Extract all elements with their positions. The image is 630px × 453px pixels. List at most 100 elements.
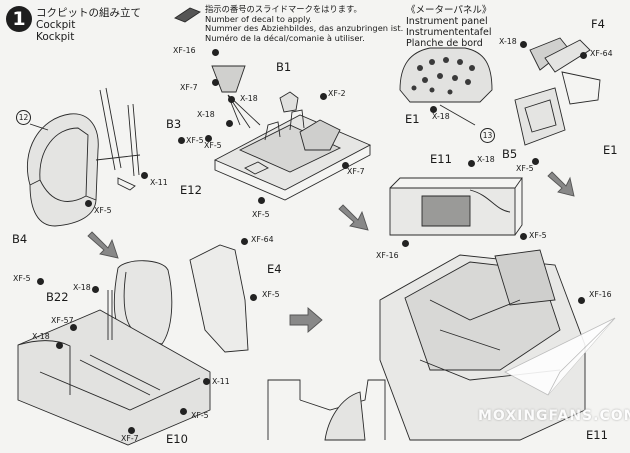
flow-arrows bbox=[87, 171, 575, 333]
paint-dot-icon bbox=[70, 324, 77, 331]
paint-dot-icon bbox=[85, 200, 92, 207]
paint-callout: XF-5 bbox=[94, 206, 112, 215]
title-de: Kockpit bbox=[36, 31, 75, 43]
paint-callout: X-18 bbox=[499, 37, 517, 46]
instrument-panel-heading: 《メーターパネル》 Instrument panel Instrumentent… bbox=[406, 5, 492, 49]
step-title: コクピットの組み立て Cockpit Kockpit bbox=[36, 7, 141, 43]
paint-callout: XF-7 bbox=[180, 83, 198, 92]
seat-b4 bbox=[26, 113, 99, 227]
paint-dot-icon bbox=[258, 197, 265, 204]
paint-dot-icon bbox=[141, 172, 148, 179]
rods-b3 bbox=[95, 87, 141, 191]
decal-note-de: Nummer des Abziehbildes, das anzubringen… bbox=[205, 23, 404, 34]
paint-callout: XF-16 bbox=[376, 251, 399, 260]
part-label: E1 bbox=[405, 112, 420, 126]
paint-callout: XF-5 bbox=[252, 210, 270, 219]
instrument-panel-e1 bbox=[399, 47, 493, 126]
paint-callout: X-18 bbox=[432, 112, 450, 121]
paint-callout: XF-7 bbox=[121, 434, 139, 443]
paint-dot-icon bbox=[402, 240, 409, 247]
paint-callout: XF-5 bbox=[262, 290, 280, 299]
paint-dot-icon bbox=[342, 162, 349, 169]
panel-heading-jp: 《メーターパネル》 bbox=[406, 5, 492, 16]
paint-dot-icon bbox=[250, 294, 257, 301]
paint-dot-icon bbox=[56, 342, 63, 349]
part-label: E12 bbox=[180, 183, 202, 197]
paint-dot-icon bbox=[180, 408, 187, 415]
watermark-text: MOXINGFANS.COM bbox=[478, 408, 630, 424]
part-label: B5 bbox=[502, 147, 518, 161]
paint-dot-icon bbox=[532, 158, 539, 165]
part-label: E10 bbox=[166, 432, 188, 446]
paint-callout: XF-5 bbox=[204, 141, 222, 150]
seat-side-view bbox=[267, 379, 386, 441]
part-b1 bbox=[211, 65, 299, 113]
paint-dot-icon bbox=[578, 297, 585, 304]
paint-dot-icon bbox=[37, 278, 44, 285]
paint-callout: X-11 bbox=[150, 178, 168, 187]
step-number: 1 bbox=[6, 6, 32, 32]
paint-dot-icon bbox=[430, 106, 437, 113]
decal-arrow-icon bbox=[174, 7, 201, 23]
floor-e10 bbox=[17, 290, 211, 446]
paint-callout: X-18 bbox=[32, 332, 50, 341]
watermark-plane-icon bbox=[504, 317, 616, 396]
part-label: B1 bbox=[276, 60, 292, 74]
reference-marker: 12 bbox=[16, 110, 31, 125]
paint-callout: X-11 bbox=[212, 377, 230, 386]
paint-callout: XF-5 bbox=[13, 274, 31, 283]
paint-callout: X-18 bbox=[73, 283, 91, 292]
paint-dot-icon bbox=[203, 378, 210, 385]
paint-dot-icon bbox=[92, 286, 99, 293]
paint-callout: X-18 bbox=[477, 155, 495, 164]
paint-callout: X-18 bbox=[197, 110, 215, 119]
part-label: B4 bbox=[12, 232, 28, 246]
paint-callout: XF-5 bbox=[516, 164, 534, 173]
panel-heading-en: Instrument panel bbox=[406, 16, 488, 27]
paint-dot-icon bbox=[226, 120, 233, 127]
part-label: E1 bbox=[603, 143, 618, 157]
part-label: E11 bbox=[430, 152, 452, 166]
paint-callout: XF-16 bbox=[589, 290, 612, 299]
paint-callout: XF-7 bbox=[347, 167, 365, 176]
seat-assembly bbox=[113, 244, 249, 353]
part-f4 bbox=[529, 37, 601, 105]
paint-dot-icon bbox=[520, 233, 527, 240]
paint-dot-icon bbox=[580, 52, 587, 59]
tray-e12 bbox=[213, 109, 372, 201]
decal-note-en: Number of decal to apply. bbox=[205, 13, 312, 24]
panel-e11 bbox=[389, 177, 523, 236]
paint-callout: XF-5 bbox=[186, 136, 204, 145]
paint-callout: X-18 bbox=[240, 94, 258, 103]
paint-callout: XF-5 bbox=[529, 231, 547, 240]
panel-heading-de: Instrumententafel bbox=[406, 27, 492, 38]
paint-dot-icon bbox=[228, 96, 235, 103]
paint-dot-icon bbox=[520, 41, 527, 48]
title-en: Cockpit bbox=[36, 19, 76, 31]
paint-dot-icon bbox=[178, 137, 185, 144]
paint-callout: XF-5 bbox=[191, 411, 209, 420]
paint-dot-icon bbox=[241, 238, 248, 245]
part-label: B22 bbox=[46, 290, 69, 304]
paint-callout: XF-2 bbox=[328, 89, 346, 98]
part-label: B3 bbox=[166, 117, 182, 131]
paint-dot-icon bbox=[468, 160, 475, 167]
part-label: E11 bbox=[586, 428, 608, 442]
part-b5 bbox=[514, 87, 566, 146]
paint-dot-icon bbox=[212, 49, 219, 56]
reference-marker: 13 bbox=[480, 128, 495, 143]
decal-note: 指示の番号のスライドマークをはります。 Number of decal to a… bbox=[205, 4, 404, 43]
paint-callout: XF-16 bbox=[173, 46, 196, 55]
paint-dot-icon bbox=[128, 427, 135, 434]
paint-dot-icon bbox=[212, 79, 219, 86]
paint-callout: XF-64 bbox=[251, 235, 274, 244]
paint-dot-icon bbox=[320, 93, 327, 100]
title-jp: コクピットの組み立て bbox=[36, 7, 141, 19]
decal-note-fr: Numéro de la décal/comanie à utiliser. bbox=[205, 32, 365, 43]
fuselage-e11 bbox=[379, 249, 586, 441]
paint-dot-icon bbox=[205, 135, 212, 142]
panel-heading-fr: Planche de bord bbox=[406, 38, 483, 49]
paint-callout: XF-64 bbox=[590, 49, 613, 58]
part-label: E4 bbox=[267, 262, 282, 276]
paint-callout: XF-57 bbox=[51, 316, 74, 325]
